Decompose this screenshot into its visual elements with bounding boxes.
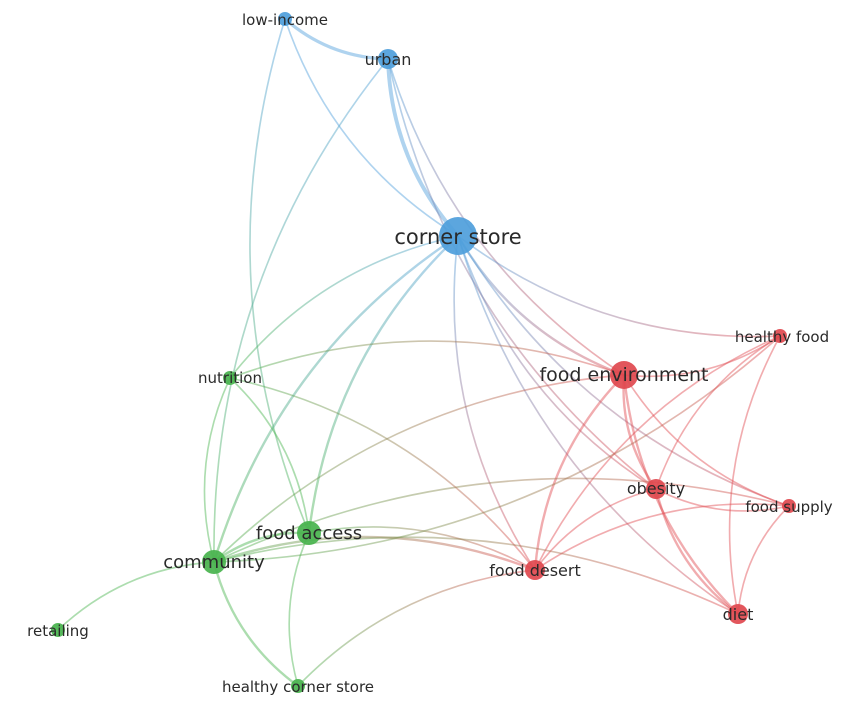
edge-corner-store-food-access [307, 235, 459, 534]
edge-obesity-food-desert [534, 488, 657, 571]
edge-low-income-food-access [249, 18, 310, 534]
edge-food-environment-community [213, 374, 625, 563]
node-healthy-corner-store[interactable] [291, 679, 305, 693]
label-healthy-corner-store: healthy corner store [222, 678, 374, 696]
node-healthy-food[interactable] [773, 329, 787, 343]
label-corner-store: corner store [394, 225, 521, 249]
node-layer [51, 12, 796, 693]
edge-community-healthy-corner-store [212, 561, 299, 687]
node-low-income[interactable] [278, 12, 292, 26]
edge-low-income-corner-store [284, 18, 459, 237]
edge-corner-store-obesity [457, 235, 657, 490]
label-urban: urban [365, 50, 412, 69]
label-nutrition: nutrition [198, 369, 262, 387]
edge-obesity-food-supply [655, 488, 790, 512]
label-food-access: food access [256, 523, 362, 544]
edge-food-environment-nutrition [229, 340, 625, 379]
edge-nutrition-community [203, 377, 231, 563]
label-food-supply: food supply [745, 498, 832, 516]
node-urban[interactable] [378, 49, 398, 69]
label-food-desert: food desert [489, 561, 580, 580]
edge-food-supply-community [213, 477, 790, 563]
label-food-environment: food environment [539, 364, 708, 386]
edge-layer [57, 17, 790, 687]
edge-food-environment-food-supply [623, 374, 790, 507]
label-community: community [163, 552, 265, 573]
node-diet[interactable] [728, 604, 748, 624]
node-nutrition[interactable] [223, 371, 237, 385]
edge-food-access-healthy-corner-store [288, 532, 310, 687]
edge-food-environment-food-desert [533, 374, 625, 571]
node-food-environment[interactable] [610, 361, 638, 389]
edge-urban-food-environment [387, 58, 625, 376]
edge-urban-corner-store [386, 58, 460, 238]
label-healthy-food: healthy food [735, 328, 829, 346]
edge-food-supply-food-desert [534, 503, 790, 571]
edge-community-retailing [57, 561, 215, 631]
edge-community-healthy-food [213, 335, 781, 563]
edge-corner-store-community [212, 234, 459, 563]
label-layer: low-income urban corner store nutrition food… [27, 11, 833, 696]
edge-food-desert-healthy-corner-store [297, 569, 536, 687]
edge-food-supply-diet [737, 505, 790, 615]
label-diet: diet [723, 605, 754, 624]
node-corner-store[interactable] [439, 217, 477, 255]
edge-low-income-urban [283, 17, 389, 61]
edge-healthy-food-food-desert [534, 335, 781, 571]
node-food-access[interactable] [297, 521, 321, 545]
edge-healthy-food-obesity [655, 335, 781, 490]
edge-corner-store-diet [457, 235, 739, 615]
label-low-income: low-income [242, 11, 328, 29]
edge-urban-obesity [387, 58, 657, 490]
edge-healthy-food-diet [728, 335, 781, 615]
node-obesity[interactable] [646, 479, 666, 499]
edge-urban-community [213, 58, 389, 563]
node-food-supply[interactable] [782, 499, 796, 513]
edge-corner-store-healthy-food [457, 235, 781, 338]
edge-food-desert-nutrition [229, 377, 536, 571]
edge-corner-store-food-desert [453, 235, 536, 571]
node-community[interactable] [202, 550, 226, 574]
edge-corner-store-nutrition [229, 235, 459, 379]
label-obesity: obesity [627, 479, 685, 498]
node-food-desert[interactable] [525, 560, 545, 580]
edge-food-access-nutrition [229, 377, 310, 534]
edge-diet-community [213, 536, 739, 615]
edge-obesity-diet [654, 488, 739, 615]
node-retailing[interactable] [51, 623, 65, 637]
label-retailing: retailing [27, 622, 89, 640]
